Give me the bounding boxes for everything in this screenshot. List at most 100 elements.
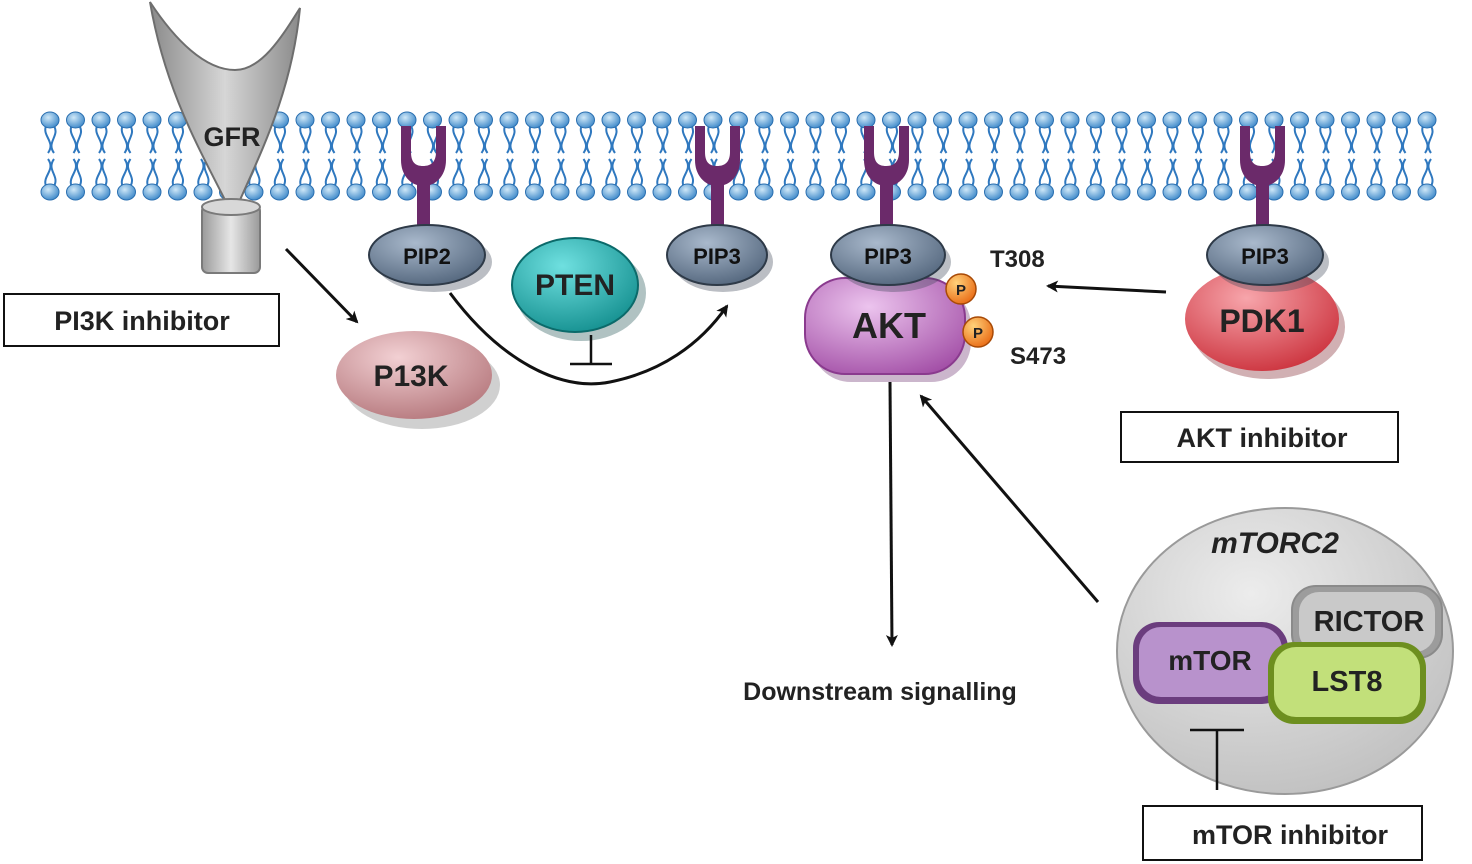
lipid-tail — [1038, 158, 1051, 187]
pip3-akt-label: PIP3 — [864, 244, 912, 269]
lipid-head — [525, 183, 544, 201]
lipid-head — [805, 111, 825, 129]
lipid-head — [601, 183, 621, 201]
lipid-tail — [579, 125, 592, 154]
lipid-head — [142, 111, 162, 129]
lipid-tail — [758, 158, 771, 187]
lipid-head — [754, 111, 774, 129]
lipid-head — [550, 111, 570, 129]
lipid-head — [397, 111, 417, 129]
lipid-tail — [503, 125, 516, 154]
lipid-tail — [171, 158, 184, 187]
lipid-head — [1264, 111, 1284, 129]
lipid-head — [499, 111, 519, 129]
pip-anchor-pip2 — [401, 126, 446, 228]
lipid-head — [117, 183, 136, 201]
lipid-head — [958, 183, 978, 201]
lipid-head — [142, 183, 162, 201]
mtorc2-to-akt-arrow — [919, 394, 1100, 603]
pip3-label: PIP3 — [693, 244, 741, 269]
akt-label: AKT — [852, 305, 926, 346]
pip3-node: PIP3 — [666, 224, 773, 292]
lipid-tail — [1344, 125, 1357, 154]
lipid-tail — [936, 125, 949, 154]
lipid-tail — [834, 125, 847, 154]
lipid-tail — [528, 125, 541, 154]
lipid-head — [40, 111, 60, 129]
lipid-head — [1290, 183, 1309, 201]
lipid-tail — [656, 125, 669, 154]
pdk1-to-akt-arrow — [1046, 280, 1167, 294]
lipid-tail — [656, 158, 669, 187]
lipid-head — [831, 111, 850, 129]
lipid-tail — [1140, 125, 1153, 154]
lipid-tail — [809, 125, 822, 154]
downstream-label: Downstream signalling — [743, 678, 1017, 706]
lipid-head — [372, 111, 391, 129]
lipid-head — [1213, 183, 1233, 201]
lipid-head — [1341, 111, 1360, 129]
lipid-tail — [1166, 158, 1179, 187]
lipid-head — [1111, 183, 1131, 201]
lipid-tail — [630, 158, 643, 187]
lipid-tail — [324, 158, 337, 187]
rictor-node: RICTOR — [1291, 585, 1443, 659]
lipid-tail — [962, 125, 975, 154]
pi3k-inhibitor-label: PI3K inhibitor — [54, 306, 230, 336]
lipid-tail — [1064, 158, 1077, 187]
lipid-head — [66, 183, 85, 201]
lipid-head — [984, 111, 1003, 129]
phospho-t308-label: P — [956, 282, 966, 299]
lipid-head — [1315, 111, 1335, 129]
lipid-tail — [1370, 125, 1383, 154]
lipid-head — [805, 183, 825, 201]
pip3-pdk1-label: PIP3 — [1241, 244, 1289, 269]
lipid-head — [91, 111, 111, 129]
pip3-pdk1-node: PIP3 — [1206, 224, 1329, 292]
lipid-head — [168, 183, 187, 201]
lipid-tail — [1421, 158, 1434, 187]
t308-label: T308 — [990, 246, 1045, 273]
phospho-t308: P — [945, 273, 977, 305]
akt-to-downstream-arrow — [885, 381, 898, 647]
lipid-head — [1213, 111, 1233, 129]
lipid-head — [678, 183, 697, 201]
lipid-head — [66, 111, 85, 129]
lipid-tail — [1191, 125, 1204, 154]
mtorc2-label: mTORC2 — [1211, 527, 1339, 560]
lipid-tail — [987, 125, 1000, 154]
lipid-head — [295, 111, 315, 129]
lipid-tail — [69, 125, 82, 154]
lipid-tail — [554, 158, 567, 187]
lipid-tail — [936, 158, 949, 187]
lipid-tail — [605, 158, 618, 187]
pdk1-label: PDK1 — [1219, 303, 1304, 339]
lipid-head — [1060, 183, 1080, 201]
lipid-tail — [452, 125, 465, 154]
lipid-tail — [503, 158, 516, 187]
lipid-head — [1086, 183, 1105, 201]
lipid-head — [397, 183, 417, 201]
pdk1-node: PDK1 — [1185, 267, 1345, 379]
lipid-tail — [1395, 125, 1408, 154]
lipid-tail — [1217, 158, 1230, 187]
lipid-tail — [299, 125, 312, 154]
lipid-head — [1162, 111, 1182, 129]
lipid-tail — [1191, 158, 1204, 187]
lipid-head — [576, 111, 595, 129]
lipid-head — [448, 183, 468, 201]
phospho-s473: P — [962, 316, 994, 348]
lipid-tail — [1013, 125, 1026, 154]
lipid-tail — [554, 125, 567, 154]
lipid-head — [1111, 111, 1131, 129]
lipid-head — [1341, 183, 1360, 201]
lipid-head — [1315, 183, 1335, 201]
mtor-inhibitor-box: mTOR inhibitor — [1142, 805, 1423, 861]
lipid-tail — [477, 158, 490, 187]
lipid-head — [856, 111, 876, 129]
akt-inhibitor-label: AKT inhibitor — [1177, 423, 1348, 453]
pten-label: PTEN — [535, 269, 615, 302]
lipid-tail — [146, 125, 159, 154]
lipid-head — [1188, 111, 1207, 129]
lipid-tail — [95, 158, 108, 187]
